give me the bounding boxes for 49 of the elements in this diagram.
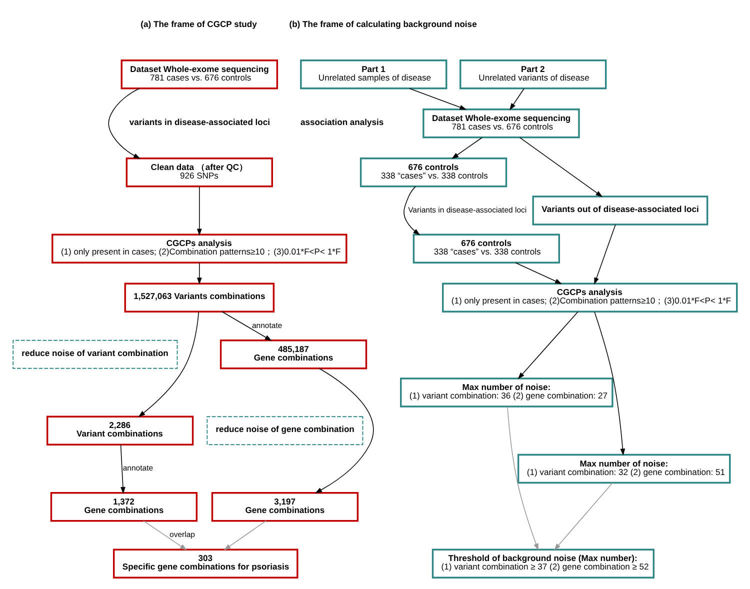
node-box: Dataset Whole-exome sequencing 781 cases vs. 676 controls [120,60,278,90]
label: (a) The frame of CGCP study [140,18,257,29]
arrow [594,311,626,456]
arrow [452,137,482,159]
edge-label: annotate [122,464,154,473]
node-box: 2,286 Variant combinations [46,416,194,446]
node-box: Max number of noise: (1) variant combination: 36 (2) gene combination: 27 [400,378,614,408]
arrow [143,520,187,550]
node-box: Clean data （after QC） 926 SNPs [126,158,273,188]
arrow [224,520,266,550]
node-box: 676 controls 338 “cases” vs. 338 controls [412,234,560,264]
edge-label: annotate [252,320,282,330]
node-box: 1,527,063 Variants combinations [124,282,275,312]
node-box: 485,187 Gene combinations [220,340,368,370]
arrow [222,311,272,341]
arrow [518,311,578,380]
label: (b) The frame of calculating background noise [289,18,477,29]
arrow [507,406,538,551]
label: variants in disease-associated loci [129,116,270,127]
arrow [196,186,202,236]
arrow [594,224,616,285]
arrow [515,262,562,284]
arrow [409,88,467,110]
node-box: Variants out of disease-associated loci [532,196,708,226]
arrow [196,262,202,285]
node-box: 676 controls 338 “cases” vs. 338 controls [360,158,508,188]
arrow [519,137,603,198]
node-box: CGCPs analysis (1) only present in cases; (2)Combination patterns≥10；(3)0.01*F<P< 1*F [442,282,738,312]
arrow [404,186,420,236]
node-box: Part 2 Unrelated variants of disease [460,60,607,90]
node-box: 1,372 Gene combinations [50,492,198,522]
node-box: Max number of noise: (1) variant combination: 32 (2) gene combination: 51 [517,454,731,484]
arrow [120,444,126,494]
node-box: Part 1 Unrelated samples of disease [300,60,448,90]
arrow [314,368,374,494]
node-box: 303 Specific gene combinations for psoriasis [112,548,298,578]
arrow [138,311,200,418]
arrow [554,482,613,550]
node-box: 3,197 Gene combinations [211,492,359,522]
label: association analysis [300,116,384,127]
arrow [510,88,524,110]
edge-label: overlap [170,530,196,540]
node-box: reduce noise of gene combination [206,416,364,446]
node-box: CGCPs analysis (1) only present in cases; (2)Combination patterns≥10；(3)0.01*F<P< 1*F [52,234,348,264]
arrow [108,88,141,159]
edge-label: Variants in disease-associated loci [408,205,527,214]
node-box: reduce noise of variant combination [12,340,178,369]
node-box: Dataset Whole-exome sequencing 781 cases vs. 676 controls [422,108,580,138]
node-box: Threshold of background noise (Max number): (1) variant combination ≥ 37 (2) gene combination ≥ 52 [432,548,655,578]
